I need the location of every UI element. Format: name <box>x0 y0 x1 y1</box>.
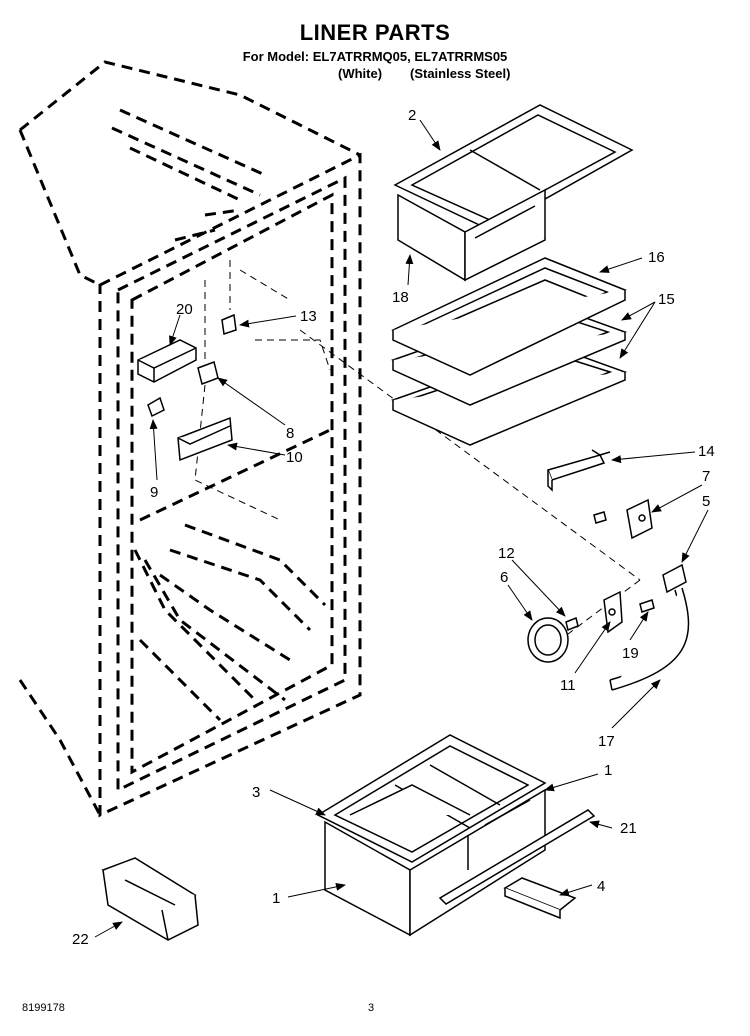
callout-4: 4 <box>597 878 605 895</box>
callout-20: 20 <box>176 301 193 318</box>
part-rails <box>438 809 596 920</box>
part-control-knob <box>527 590 623 663</box>
variant-stainless-label: (Stainless Steel) <box>410 66 511 81</box>
callout-16: 16 <box>648 249 665 266</box>
callout-15: 15 <box>658 291 675 308</box>
callout-9: 9 <box>150 484 158 501</box>
callout-7: 7 <box>702 468 710 485</box>
callout-12: 12 <box>498 545 515 562</box>
page-number: 3 <box>368 1002 375 1014</box>
callout-2: 2 <box>408 107 416 124</box>
document-number: 8199178 <box>22 1002 65 1014</box>
callout-10: 10 <box>286 449 303 466</box>
model-line: For Model: EL7ATRRMQ05, EL7ATRRMS05 <box>242 49 508 64</box>
part-glass-shelves <box>390 257 628 446</box>
part-light-assembly <box>137 313 237 462</box>
callout-8: 8 <box>286 425 294 442</box>
callout-21: 21 <box>620 820 637 837</box>
page-title: LINER PARTS <box>299 20 451 45</box>
callout-13: 13 <box>300 308 317 325</box>
part-switch-harness <box>593 498 690 691</box>
callout-1-left: 1 <box>272 890 280 907</box>
callout-22: 22 <box>72 931 89 948</box>
callout-11: 11 <box>560 677 576 694</box>
callout-labels: 2 18 16 15 13 20 8 10 9 14 7 5 12 6 19 1… <box>72 107 715 948</box>
part-upper-pan <box>393 104 634 282</box>
part-bracket <box>546 449 611 492</box>
part-location-lines <box>194 260 641 641</box>
part-door-bin <box>101 857 199 941</box>
variant-white-label: (White) <box>338 66 383 81</box>
callout-3: 3 <box>252 784 260 801</box>
callout-5: 5 <box>702 493 710 510</box>
callout-6: 6 <box>500 569 508 586</box>
callout-18: 18 <box>392 289 409 306</box>
callout-14: 14 <box>698 443 715 460</box>
callout-19: 19 <box>622 645 639 662</box>
liner-cabinet-outline <box>18 60 362 818</box>
callout-1-right: 1 <box>604 762 612 779</box>
callout-17: 17 <box>598 733 615 750</box>
page-header: LINER PARTS For Model: EL7ATRRMQ05, EL7A… <box>0 0 750 90</box>
leader-lines <box>94 119 709 938</box>
part-lower-crisper <box>316 734 547 937</box>
